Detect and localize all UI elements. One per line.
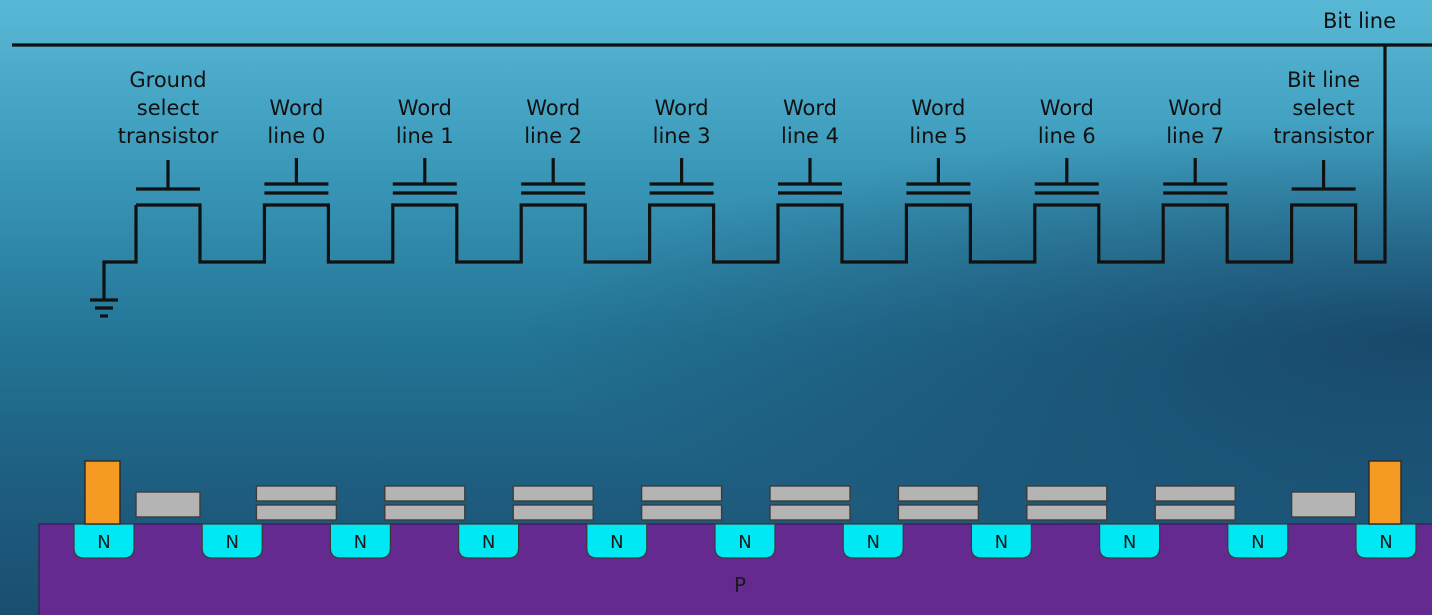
transistor-symbol: [392, 158, 457, 195]
floating-gate: [384, 504, 466, 521]
control-gate: [1026, 485, 1108, 502]
transistor-label: Word: [398, 96, 452, 120]
transistor-label: Word: [911, 96, 965, 120]
nand-string-wire: [136, 45, 1387, 264]
ground-wire: [102, 205, 138, 300]
transistor-label: transistor: [118, 124, 219, 148]
floating-gate: [512, 504, 594, 521]
transistor-symbol: [521, 158, 586, 195]
floating-gate: [1026, 504, 1108, 521]
transistor-symbol: [1034, 158, 1099, 195]
n-diffusion: [1355, 523, 1417, 559]
transistor-symbol: [778, 158, 842, 195]
transistor-label: Word: [526, 96, 580, 120]
transistor-label: Word: [1040, 96, 1094, 120]
n-diffusion-label: N: [866, 532, 879, 553]
transistor-label: line 4: [781, 124, 839, 148]
transistor-label: line 1: [396, 124, 454, 148]
control-gate: [1154, 485, 1236, 502]
bit-line-label: Bit line: [1323, 9, 1396, 33]
n-diffusion-label: N: [354, 532, 367, 553]
transistor-label: transistor: [1273, 124, 1374, 148]
control-gate: [769, 485, 851, 502]
transistor-label: Bit line: [1287, 68, 1360, 92]
transistor-label: select: [1292, 96, 1354, 120]
transistor-label: Ground: [129, 68, 206, 92]
transistor-symbol: [1163, 158, 1228, 195]
n-diffusion-label: N: [1379, 532, 1392, 553]
transistor-label: Word: [783, 96, 837, 120]
control-gate: [384, 485, 466, 502]
transistor-label: line 0: [267, 124, 325, 148]
floating-gate: [897, 504, 980, 521]
transistor-symbol: [1291, 160, 1356, 191]
n-diffusion-label: N: [1251, 532, 1264, 553]
floating-gate: [769, 504, 851, 521]
n-diffusion-label: N: [610, 532, 623, 553]
transistor-symbol: [906, 158, 971, 195]
n-diffusion-label: N: [482, 532, 495, 553]
transistor-symbol: [264, 158, 329, 195]
n-diffusion: [1227, 523, 1289, 559]
floating-gate: [1154, 504, 1236, 521]
control-gate: [255, 485, 338, 502]
n-diffusion: [73, 523, 135, 559]
n-diffusion: [586, 523, 648, 559]
n-diffusion: [842, 523, 904, 559]
floating-gate: [255, 504, 338, 521]
n-diffusion: [458, 523, 520, 559]
n-diffusion: [970, 523, 1032, 559]
n-diffusion: [714, 523, 776, 559]
drain-contact: [1368, 460, 1402, 525]
n-diffusion: [201, 523, 263, 559]
ground-icon: [90, 298, 118, 318]
transistor-label: line 2: [524, 124, 582, 148]
n-diffusion-label: N: [225, 532, 238, 553]
n-diffusion-label: N: [1123, 532, 1136, 553]
n-diffusion: [1099, 523, 1161, 559]
transistor-label: select: [137, 96, 199, 120]
n-diffusion-label: N: [995, 532, 1008, 553]
select-gate: [1290, 491, 1357, 518]
floating-gate: [640, 504, 723, 521]
transistor-label: Word: [1168, 96, 1222, 120]
control-gate: [640, 485, 723, 502]
n-diffusion: [329, 523, 391, 559]
transistor-label: Word: [269, 96, 323, 120]
transistor-label: line 6: [1038, 124, 1096, 148]
transistor-label: line 3: [653, 124, 711, 148]
transistor-symbol: [649, 158, 714, 195]
control-gate: [897, 485, 980, 502]
substrate-label: P: [734, 573, 746, 597]
transistor-symbol: [136, 160, 200, 191]
source-contact: [84, 460, 121, 525]
transistor-label: Word: [655, 96, 709, 120]
transistor-label: line 5: [909, 124, 967, 148]
n-diffusion-label: N: [97, 532, 110, 553]
control-gate: [512, 485, 594, 502]
transistor-label: line 7: [1166, 124, 1224, 148]
select-gate: [135, 491, 201, 518]
n-diffusion-label: N: [738, 532, 751, 553]
